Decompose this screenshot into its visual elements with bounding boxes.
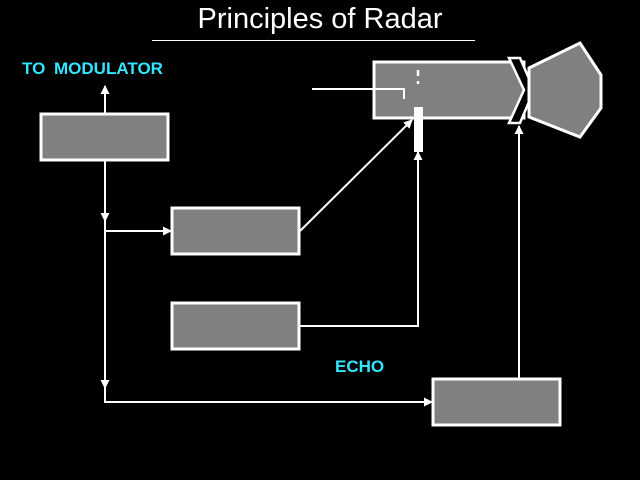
local-oscillator-block [170,301,301,351]
slide-title: Principles of Radar [197,3,443,35]
tr-switch [414,107,423,152]
to-receiver-arrow [104,388,433,407]
to-modulator-label: TO MODULATOR [22,59,163,78]
transmitter-output-arrow [299,119,413,232]
probe-line [312,88,405,99]
echo-label: ECHO [335,357,385,376]
title-underline [152,40,475,41]
transmitter-block [170,206,301,256]
receiver-block [431,377,562,427]
trigger-generator-block [39,112,170,162]
horn-antenna [527,41,603,139]
oscillator-output-arrow [300,151,423,327]
